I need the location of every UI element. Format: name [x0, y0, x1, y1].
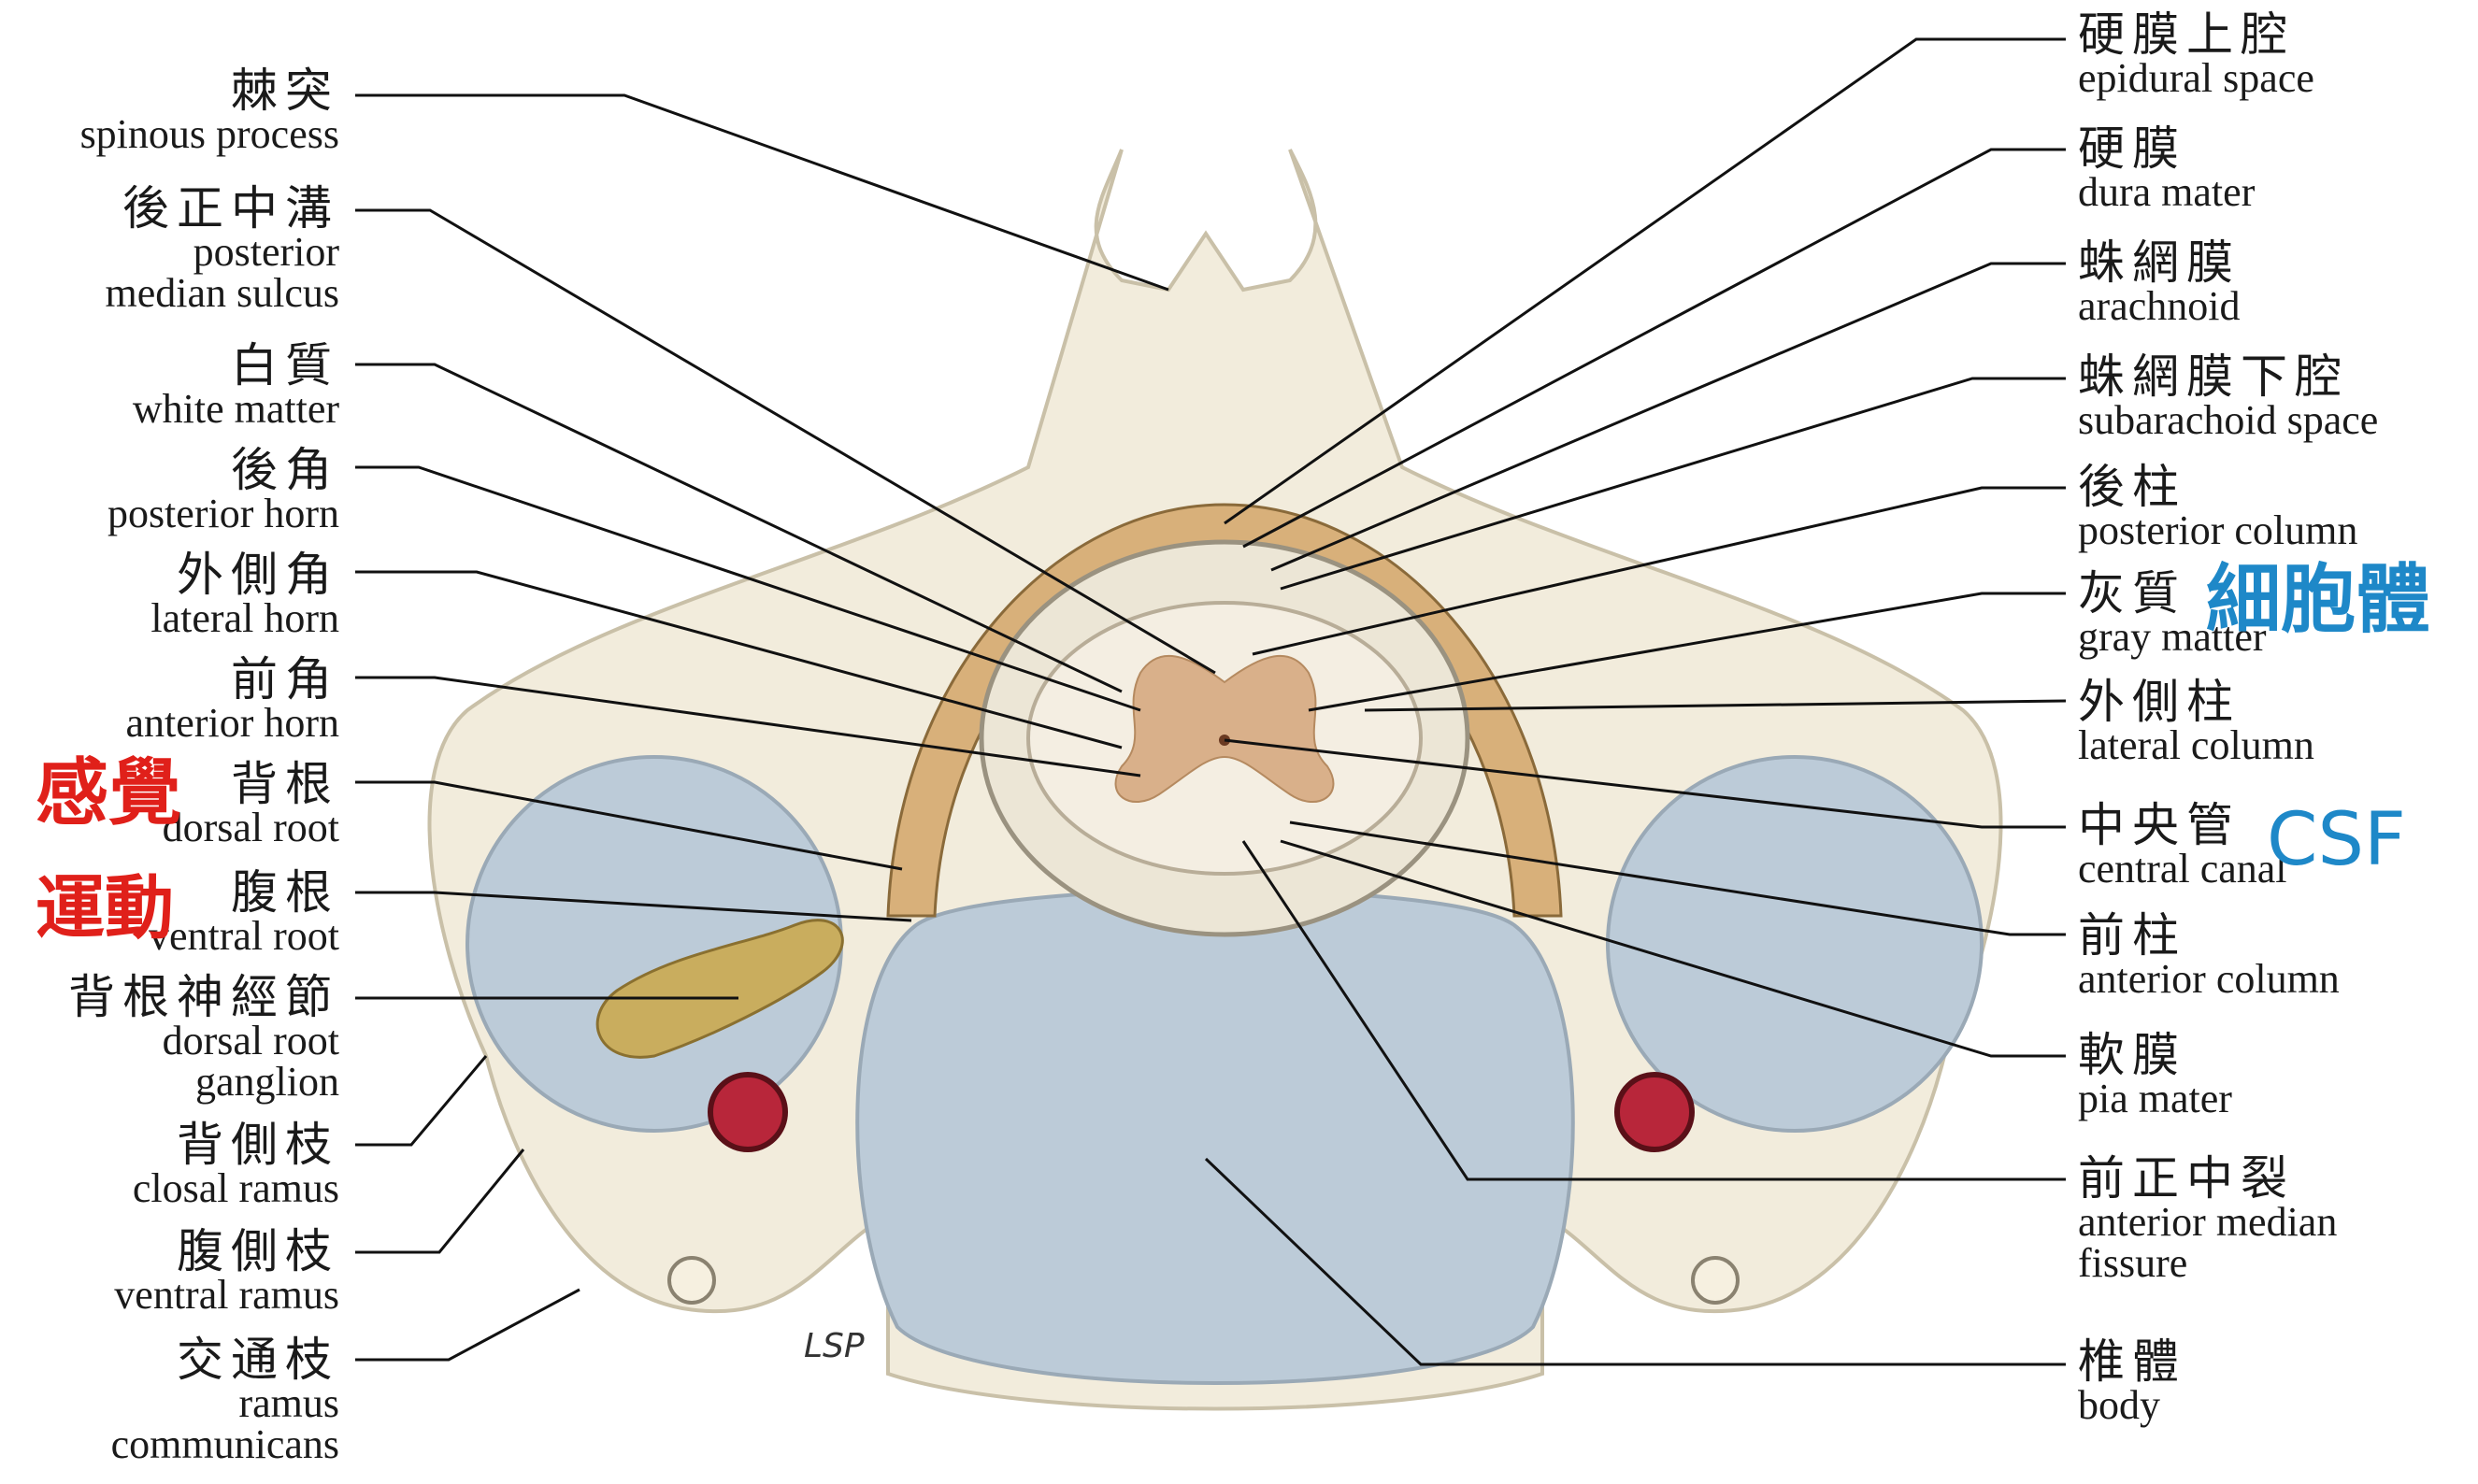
label-en-2: ganglion — [68, 1062, 339, 1103]
label-en: lateral column — [2078, 725, 2314, 766]
label-zh: 後柱 — [2078, 464, 2357, 510]
label-zh: 腹側枝 — [114, 1228, 339, 1275]
label-dura-mater: 硬膜 dura mater — [2078, 125, 2255, 213]
annotation-csf: CSF — [2267, 804, 2406, 877]
right-vertebral-artery — [1617, 1075, 1692, 1149]
label-en: posterior column — [2078, 510, 2357, 551]
label-en: ramus — [111, 1383, 339, 1424]
label-zh: 後正中溝 — [105, 185, 339, 232]
label-dorsal-root: 背根 dorsal root — [163, 761, 339, 849]
label-en: spinous process — [80, 114, 339, 155]
label-central-canal: 中央管 central canal — [2078, 802, 2287, 890]
label-en: arachnoid — [2078, 286, 2241, 327]
left-vertebral-artery — [710, 1075, 785, 1149]
label-zh: 前角 — [126, 656, 339, 703]
label-vertebral-body: 椎體 body — [2078, 1338, 2186, 1426]
label-anterior-median-fissure: 前正中裂 anterior median fissure — [2078, 1155, 2337, 1284]
label-en: dura mater — [2078, 172, 2255, 213]
label-en: anterior median — [2078, 1202, 2337, 1243]
label-zh: 硬膜 — [2078, 125, 2255, 172]
annotation-cell-body: 細胞體 — [2206, 563, 2430, 637]
label-posterior-column: 後柱 posterior column — [2078, 464, 2357, 551]
annotation-sensory: 感覺 — [36, 757, 181, 830]
label-en: epidural space — [2078, 58, 2314, 99]
label-en: anterior column — [2078, 959, 2340, 1000]
label-spinous-process: 棘突 spinous process — [80, 67, 339, 155]
label-zh: 腹根 — [149, 869, 339, 916]
label-en: dorsal root — [163, 807, 339, 849]
label-en: posterior horn — [107, 493, 339, 535]
label-en: posterior — [105, 232, 339, 273]
label-en: dorsal root — [68, 1020, 339, 1062]
label-en: pia mater — [2078, 1078, 2232, 1120]
label-zh: 棘突 — [80, 67, 339, 114]
label-posterior-median-sulcus: 後正中溝 posterior median sulcus — [105, 185, 339, 314]
label-zh: 前柱 — [2078, 912, 2340, 959]
label-posterior-horn: 後角 posterior horn — [107, 447, 339, 535]
label-en: white matter — [133, 389, 339, 430]
label-zh: 交通枝 — [111, 1336, 339, 1383]
label-zh: 蛛網膜 — [2078, 239, 2241, 286]
label-anterior-column: 前柱 anterior column — [2078, 912, 2340, 1000]
label-en-2: median sulcus — [105, 273, 339, 314]
label-en-2: fissure — [2078, 1243, 2337, 1284]
label-en: anterior horn — [126, 703, 339, 744]
label-en: central canal — [2078, 849, 2287, 890]
label-zh: 硬膜上腔 — [2078, 11, 2314, 58]
artist-signature: LSP — [804, 1327, 865, 1365]
left-nerve-stump — [669, 1258, 714, 1303]
label-zh: 背側枝 — [133, 1121, 339, 1168]
right-nerve-stump — [1693, 1258, 1738, 1303]
label-pia-mater: 軟膜 pia mater — [2078, 1032, 2232, 1120]
label-zh: 椎體 — [2078, 1338, 2186, 1385]
label-ventral-root: 腹根 ventral root — [149, 869, 339, 957]
label-en: ventral root — [149, 916, 339, 957]
label-white-matter: 白質 white matter — [133, 342, 339, 430]
label-zh: 前正中裂 — [2078, 1155, 2337, 1202]
label-zh: 外側角 — [150, 551, 339, 598]
annotation-motor: 運動 — [36, 874, 174, 943]
label-zh: 後角 — [107, 447, 339, 493]
label-zh: 白質 — [133, 342, 339, 389]
label-zh: 蛛網膜下腔 — [2078, 353, 2378, 400]
label-lateral-column: 外側柱 lateral column — [2078, 678, 2314, 766]
label-en: closal ramus — [133, 1168, 339, 1209]
label-dorsal-root-ganglion: 背根神經節 dorsal root ganglion — [68, 974, 339, 1103]
label-en: lateral horn — [150, 598, 339, 639]
label-zh: 中央管 — [2078, 802, 2287, 849]
label-anterior-horn: 前角 anterior horn — [126, 656, 339, 744]
label-arachnoid: 蛛網膜 arachnoid — [2078, 239, 2241, 327]
label-epidural-space: 硬膜上腔 epidural space — [2078, 11, 2314, 99]
label-en: subarachoid space — [2078, 400, 2378, 441]
label-subarachnoid-space: 蛛網膜下腔 subarachoid space — [2078, 353, 2378, 441]
label-ramus-communicans: 交通枝 ramus communicans — [111, 1336, 339, 1465]
label-lateral-horn: 外側角 lateral horn — [150, 551, 339, 639]
label-en-2: communicans — [111, 1424, 339, 1465]
label-zh: 背根神經節 — [68, 974, 339, 1020]
label-ventral-ramus: 腹側枝 ventral ramus — [114, 1228, 339, 1316]
label-zh: 外側柱 — [2078, 678, 2314, 725]
label-dorsal-ramus: 背側枝 closal ramus — [133, 1121, 339, 1209]
label-zh: 背根 — [163, 761, 339, 807]
label-zh: 軟膜 — [2078, 1032, 2232, 1078]
label-en: body — [2078, 1385, 2186, 1426]
vertebral-body-disc — [857, 891, 1573, 1384]
label-en: ventral ramus — [114, 1275, 339, 1316]
